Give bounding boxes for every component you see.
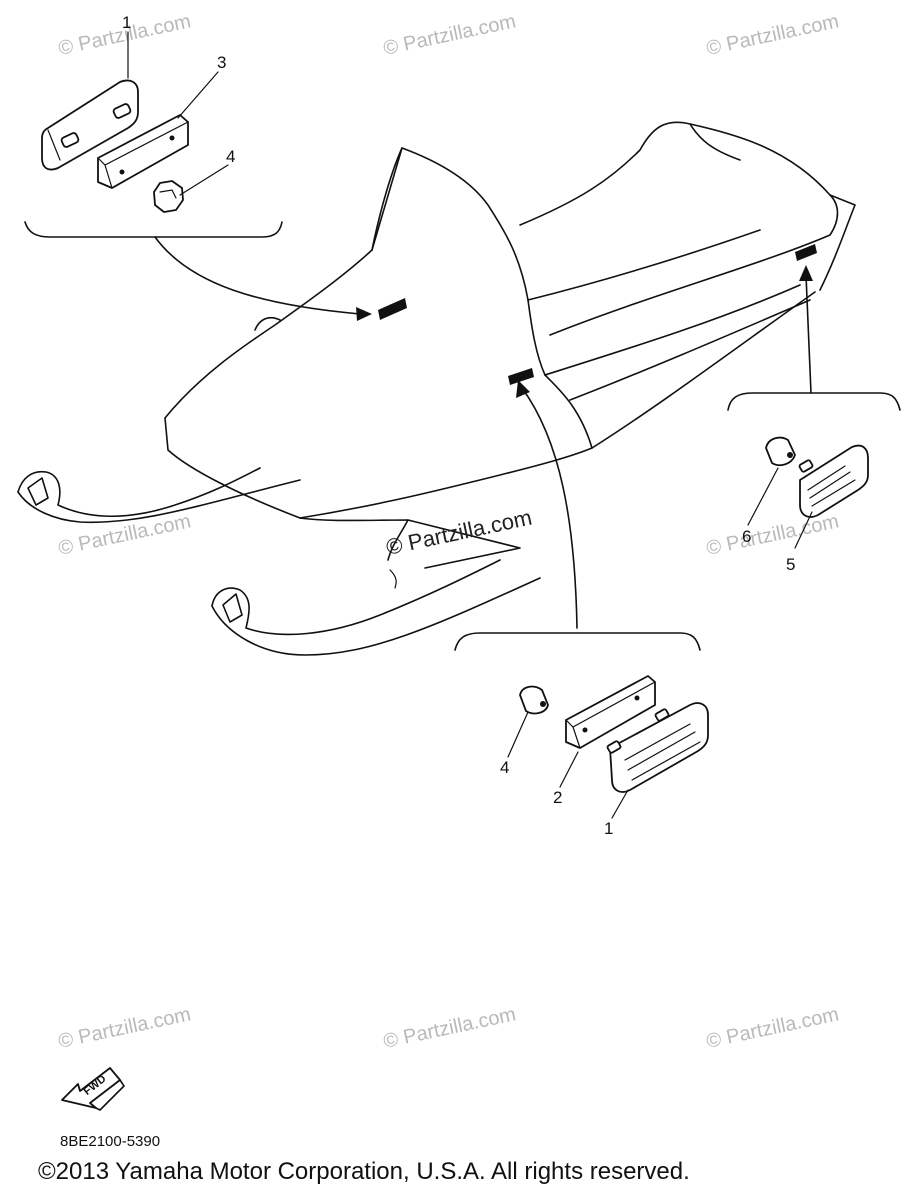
reflector-part-1-bottom [606, 702, 709, 793]
watermark: © Partzilla.com [381, 10, 517, 60]
leader-arrows [154, 236, 813, 629]
watermark: © Partzilla.com [381, 1003, 517, 1053]
diagram-code: 8BE2100-5390 [60, 1133, 161, 1150]
callout-6-right: 6 [742, 527, 751, 546]
mounting-markers [378, 244, 817, 385]
mount-marker-hood [378, 298, 407, 320]
watermark: © Partzilla.com [704, 1003, 840, 1053]
callout-2-bottom: 2 [553, 788, 562, 807]
callout-4-top-left: 4 [226, 147, 235, 166]
nut-part-4 [153, 180, 184, 213]
callout-4-bottom: 4 [500, 758, 509, 777]
callout-3-top-left: 3 [217, 53, 226, 72]
callout-1-bottom: 1 [604, 819, 613, 838]
watermark: © Partzilla.com [704, 10, 840, 60]
watermark: © Partzilla.com [56, 510, 192, 560]
reflector-part-5 [798, 444, 869, 518]
mount-marker-tail [795, 244, 817, 261]
grommet-part-6 [765, 436, 796, 467]
group-brackets [24, 221, 901, 651]
reflector-part-1 [41, 79, 139, 171]
callout-5-right: 5 [786, 555, 795, 574]
center-watermark: © Partzilla.com [384, 505, 534, 560]
top-left-parts: 1 3 4 [41, 13, 235, 213]
callout-1-top-left: 1 [122, 13, 131, 32]
right-parts: 6 5 [742, 436, 869, 574]
copyright-notice: ©2013 Yamaha Motor Corporation, U.S.A. A… [38, 1158, 690, 1185]
forward-arrow-icon: FWD [61, 1067, 126, 1111]
watermark: © Partzilla.com [56, 1003, 192, 1053]
bottom-parts: 4 2 1 [500, 675, 709, 838]
watermark: © Partzilla.com [704, 510, 840, 560]
grommet-part-4 [519, 685, 549, 715]
snowmobile-outline [17, 121, 856, 656]
mount-marker-side [508, 368, 534, 385]
gasket-part-2 [565, 675, 656, 749]
